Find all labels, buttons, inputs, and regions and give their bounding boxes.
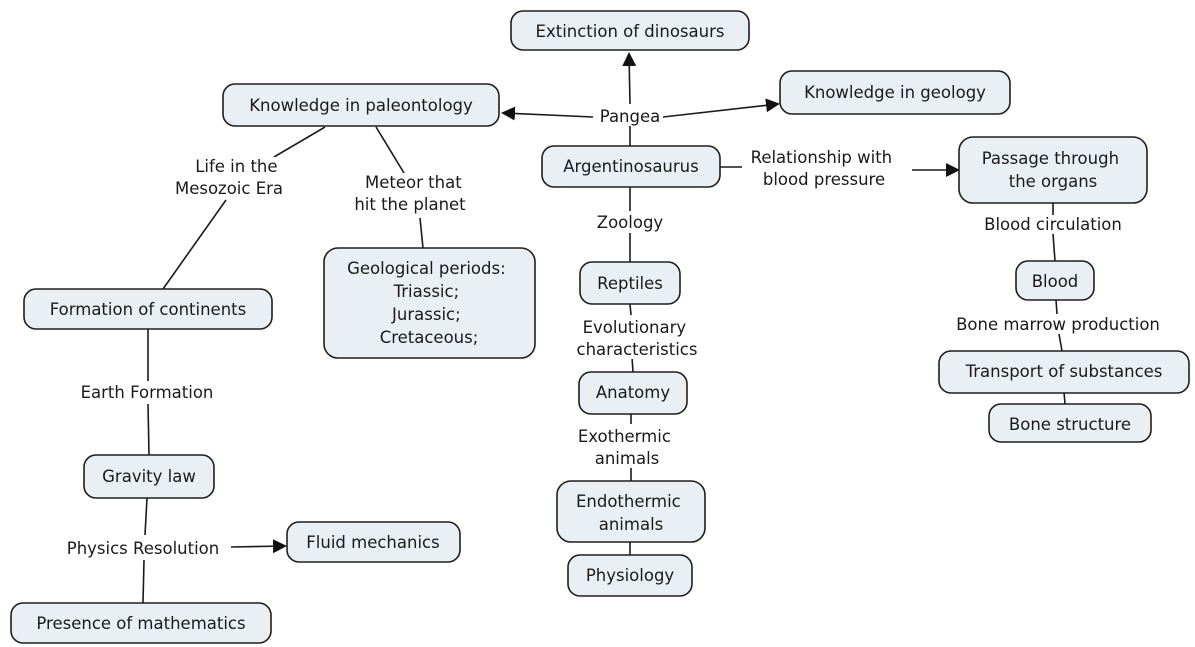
svg-text:Presence of mathematics: Presence of mathematics [36,614,245,633]
edge-gravity-physics [144,497,148,536]
edge-paleontology-meteor [375,126,405,174]
link-meteor: Meteor that hit the planet [354,173,467,214]
svg-text:Formation of continents: Formation of continents [50,300,247,319]
link-label-background [597,107,663,126]
edge-blood-marrow [1055,299,1058,315]
link-physics-resolution: Physics Resolution [67,539,219,558]
edge-pangea-geology [662,98,780,118]
link-mesozoic: Life in the Mesozoic Era [175,157,283,198]
svg-text:Fluid mechanics: Fluid mechanics [306,533,439,552]
link-evolutionary: Evolutionary characteristics [577,318,698,359]
svg-text:Physiology: Physiology [586,566,675,585]
link-label-background [574,318,700,359]
link-label-background [78,383,216,402]
link-labels: Pangea Relationship with blood pressure … [64,107,1162,558]
node-blood[interactable]: Blood [1015,260,1095,301]
link-bone-marrow: Bone marrow production [956,315,1160,334]
edge-pangea-extinction [622,52,637,105]
node-fluid-mechanics[interactable]: Fluid mechanics [286,521,461,563]
svg-text:Transport of substances: Transport of substances [965,362,1163,381]
edge-physics-fluid [230,539,287,554]
node-bone-structure[interactable]: Bone structure [988,403,1152,443]
link-pangea: Pangea [600,107,661,126]
link-zoology: Zoology [597,213,664,232]
svg-text:Knowledge in geology: Knowledge in geology [804,83,986,102]
link-label-background [172,157,286,198]
svg-text:Reptiles: Reptiles [597,274,663,293]
svg-text:Endothermic animals: Endothermic animals [576,492,686,534]
svg-text:Anatomy: Anatomy [596,383,670,402]
svg-text:Geological periods: Tr: Geological periods: Triassic; Jurassic; … [347,259,511,347]
node-knowledge-in-paleontology[interactable]: Knowledge in paleontology [222,83,500,127]
edge-evolutionary-anatomy [631,356,634,373]
svg-text:Passage through the or: Passage through the organs [982,149,1125,191]
svg-text:Extinction of dinosaurs: Extinction of dinosaurs [536,22,725,41]
edge-circulation-blood [1052,233,1056,262]
edge-reptiles-evolutionary [629,303,632,316]
edges [142,52,1066,604]
link-label-background [982,215,1124,234]
link-label-background [575,427,679,468]
edge-meteor-periods [419,217,424,249]
node-geological-periods[interactable]: Geological periods: Triassic; Jurassic; … [323,247,536,359]
edge-transport-bonestructure [1063,391,1066,405]
edge-mesozoic-continents [162,199,227,290]
edge-paleontology-mesozoic [273,126,326,158]
svg-text:Argentinosaurus: Argentinosaurus [563,157,698,176]
link-blood-circulation: Blood circulation [984,215,1122,234]
node-physiology[interactable]: Physiology [567,554,693,597]
node-extinction-of-dinosaurs[interactable]: Extinction of dinosaurs [510,10,750,51]
node-endothermic-animals[interactable]: Endothermic animals [556,480,706,543]
svg-text:Bone structure: Bone structure [1009,415,1131,434]
node-presence-of-mathematics[interactable]: Presence of mathematics [10,602,272,644]
link-label-background [748,148,900,189]
node-transport-of-substances[interactable]: Transport of substances [938,350,1190,394]
link-label-background [64,539,222,558]
edge-earthformation-gravity [147,403,150,456]
node-passage-through-the-organs[interactable]: Passage through the organs [958,136,1148,204]
link-earth-formation: Earth Formation [81,383,214,402]
link-label-background [594,213,666,232]
link-exothermic: Exothermic animals [578,427,676,468]
node-gravity-law[interactable]: Gravity law [83,454,215,499]
node-argentinosaurus[interactable]: Argentinosaurus [541,145,721,188]
link-label-background [352,173,469,214]
node-anatomy[interactable]: Anatomy [578,371,688,415]
svg-text:Blood: Blood [1032,272,1079,291]
node-knowledge-in-geology[interactable]: Knowledge in geology [779,70,1011,115]
node-reptiles[interactable]: Reptiles [579,261,681,305]
edge-pangea-paleontology [501,106,594,121]
edge-physics-mathematics [142,559,145,604]
link-label-background [954,315,1162,334]
svg-text:Gravity law: Gravity law [102,467,196,486]
node-formation-of-continents[interactable]: Formation of continents [23,288,273,330]
edge-marrow-transport [1058,333,1063,352]
link-blood-pressure: Relationship with blood pressure [751,148,898,189]
svg-text:Knowledge in paleontology: Knowledge in paleontology [249,96,473,115]
nodes: Extinction of dinosaurs Knowledge in pal… [10,10,1190,644]
